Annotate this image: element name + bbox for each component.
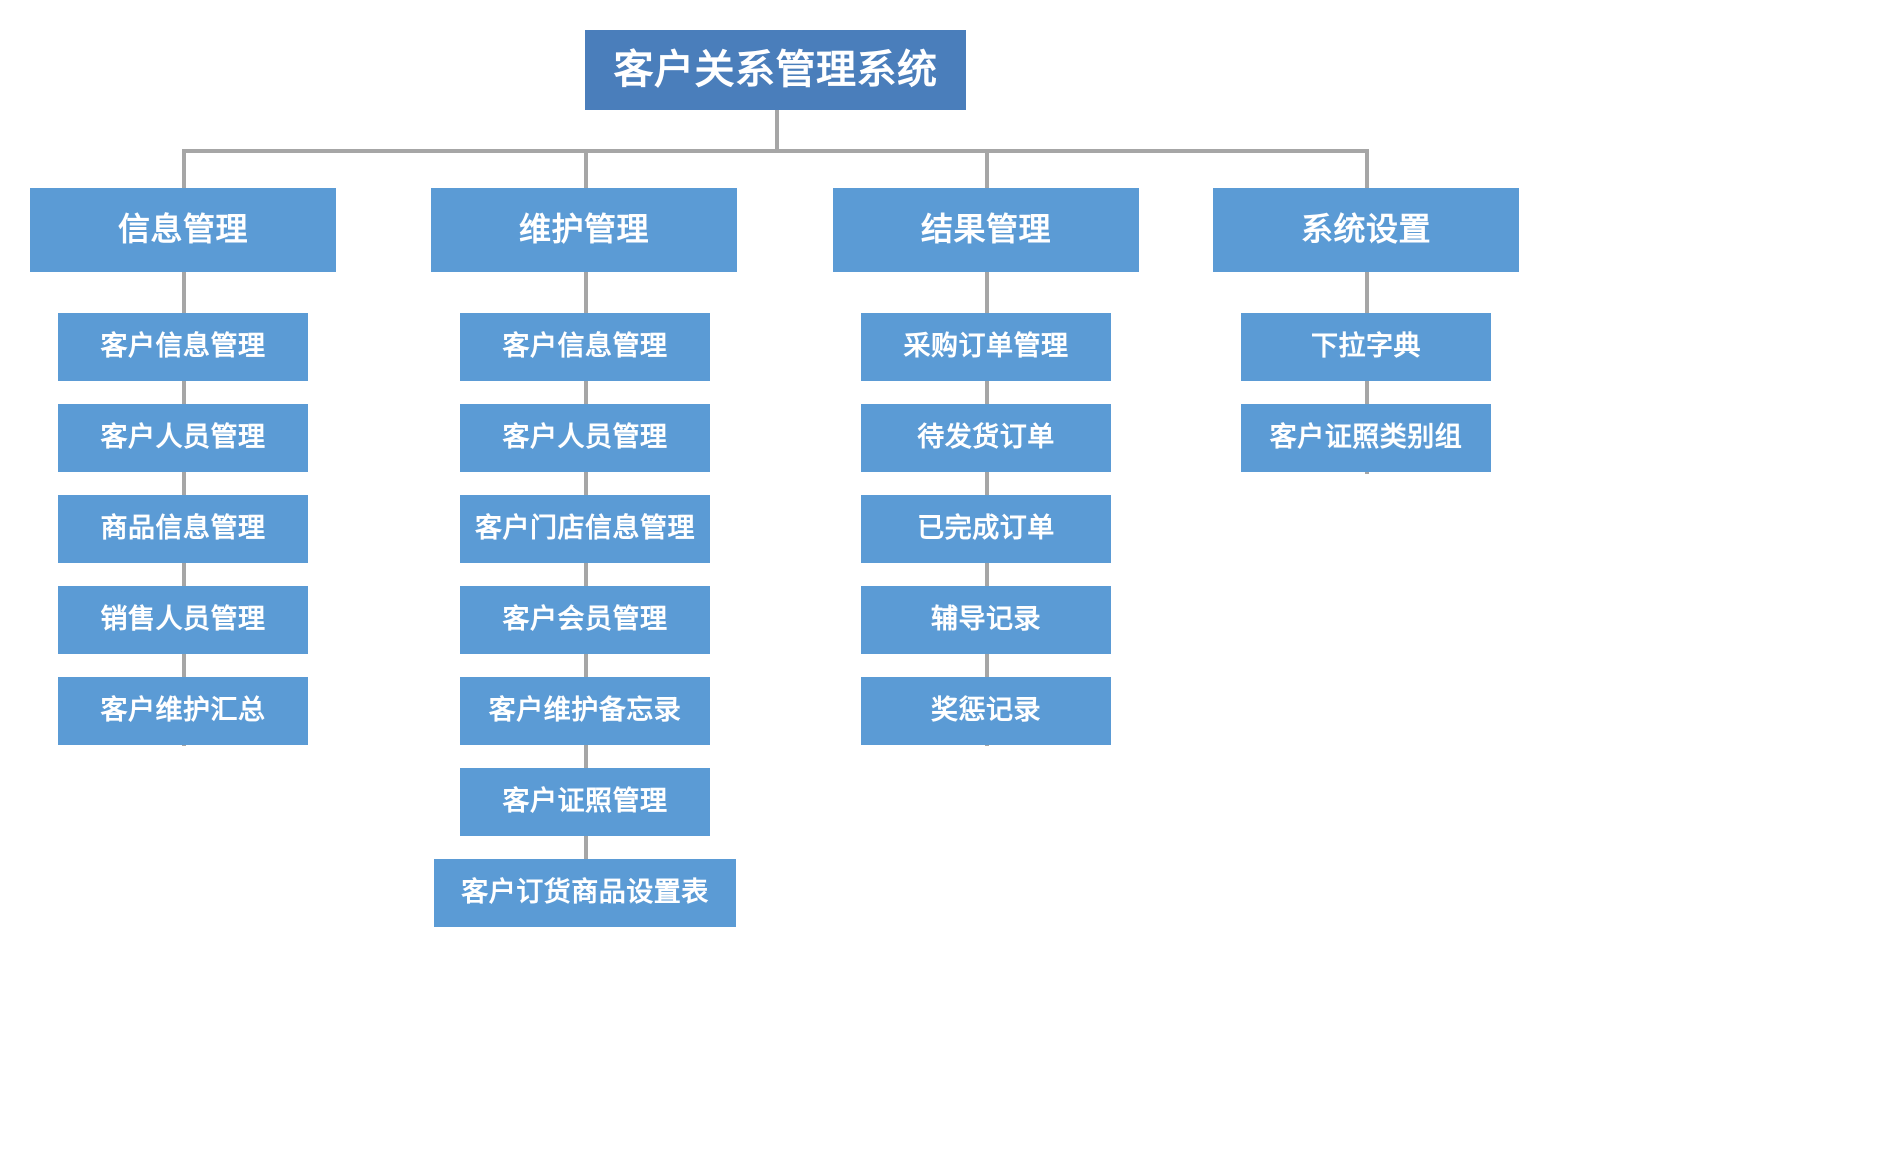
node-label: 客户会员管理 <box>502 604 668 636</box>
node-label: 客户订货商品设置表 <box>461 877 709 909</box>
node-branch-1-child-2[interactable]: 客户人员管理 <box>58 404 308 472</box>
node-label: 客户信息管理 <box>502 331 668 363</box>
node-label: 客户维护备忘录 <box>488 695 682 727</box>
connector-drop-branch-2 <box>584 149 588 188</box>
node-root-label: 客户关系管理系统 <box>613 47 938 93</box>
node-branch-2-child-1[interactable]: 客户信息管理 <box>460 313 710 381</box>
node-label: 商品信息管理 <box>100 513 266 545</box>
node-branch-system-settings[interactable]: 系统设置 <box>1213 188 1519 272</box>
node-branch-4-label: 系统设置 <box>1300 210 1431 249</box>
node-branch-1-child-3[interactable]: 商品信息管理 <box>58 495 308 563</box>
node-branch-3-child-4[interactable]: 辅导记录 <box>861 586 1111 654</box>
node-label: 客户证照管理 <box>502 786 668 818</box>
node-branch-1-label: 信息管理 <box>117 210 248 249</box>
node-branch-maintenance-management[interactable]: 维护管理 <box>431 188 737 272</box>
node-branch-3-child-3[interactable]: 已完成订单 <box>861 495 1111 563</box>
node-branch-1-child-5[interactable]: 客户维护汇总 <box>58 677 308 745</box>
node-label: 客户人员管理 <box>502 422 668 454</box>
node-label: 客户证照类别组 <box>1269 422 1463 454</box>
node-branch-2-child-4[interactable]: 客户会员管理 <box>460 586 710 654</box>
node-branch-1-child-4[interactable]: 销售人员管理 <box>58 586 308 654</box>
node-branch-2-child-3[interactable]: 客户门店信息管理 <box>460 495 710 563</box>
node-label: 客户人员管理 <box>100 422 266 454</box>
connector-root-stem <box>775 110 779 151</box>
node-branch-4-child-1[interactable]: 下拉字典 <box>1241 313 1491 381</box>
connector-drop-branch-4 <box>1365 149 1369 188</box>
connector-drop-branch-1 <box>182 149 186 188</box>
node-root[interactable]: 客户关系管理系统 <box>585 30 966 110</box>
node-label: 客户信息管理 <box>100 331 266 363</box>
node-branch-2-child-2[interactable]: 客户人员管理 <box>460 404 710 472</box>
connector-horizontal-bus <box>182 149 1369 153</box>
node-branch-2-child-5[interactable]: 客户维护备忘录 <box>460 677 710 745</box>
node-label: 采购订单管理 <box>903 331 1069 363</box>
connector-drop-branch-3 <box>985 149 989 188</box>
node-branch-1-child-1[interactable]: 客户信息管理 <box>58 313 308 381</box>
node-branch-3-label: 结果管理 <box>920 210 1051 249</box>
node-branch-result-management[interactable]: 结果管理 <box>833 188 1139 272</box>
node-branch-3-child-2[interactable]: 待发货订单 <box>861 404 1111 472</box>
node-label: 客户门店信息管理 <box>475 513 695 545</box>
node-branch-4-child-2[interactable]: 客户证照类别组 <box>1241 404 1491 472</box>
node-label: 已完成订单 <box>917 513 1055 545</box>
node-branch-2-child-6[interactable]: 客户证照管理 <box>460 768 710 836</box>
node-branch-information-management[interactable]: 信息管理 <box>30 188 336 272</box>
node-label: 辅导记录 <box>931 604 1041 636</box>
node-label: 客户维护汇总 <box>100 695 266 727</box>
node-branch-3-child-1[interactable]: 采购订单管理 <box>861 313 1111 381</box>
node-label: 下拉字典 <box>1311 331 1421 363</box>
node-branch-2-label: 维护管理 <box>518 210 649 249</box>
node-label: 奖惩记录 <box>931 695 1041 727</box>
node-branch-3-child-5[interactable]: 奖惩记录 <box>861 677 1111 745</box>
node-label: 销售人员管理 <box>100 604 266 636</box>
node-label: 待发货订单 <box>917 422 1055 454</box>
node-branch-2-child-7[interactable]: 客户订货商品设置表 <box>434 859 736 927</box>
